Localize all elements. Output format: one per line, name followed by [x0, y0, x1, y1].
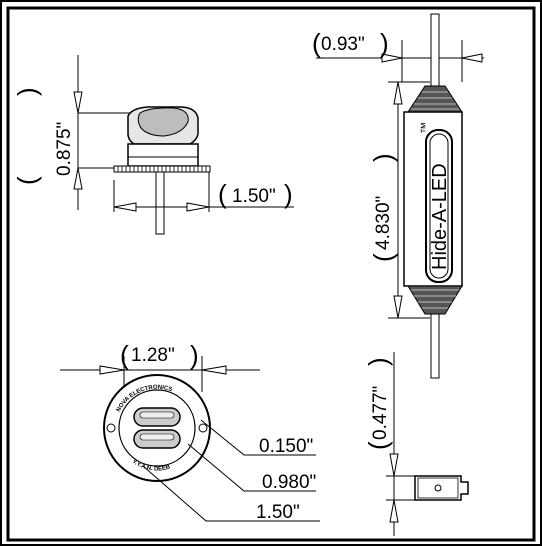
svg-text:(: ( — [363, 441, 393, 450]
inner-frame — [6, 6, 536, 542]
slot-height-label: 0.150" — [259, 436, 313, 457]
body-length-label: 4.830" — [373, 196, 394, 250]
base-width-label: 1.50" — [232, 186, 276, 207]
top-width-label: 0.93" — [321, 34, 365, 55]
face-width-label: 1.28" — [131, 345, 175, 366]
svg-text:(: ( — [218, 179, 227, 209]
front-view: ( 0.93" ) Hide-A-LED ™ — [312, 13, 484, 379]
svg-text:): ) — [380, 28, 389, 58]
top-view: ( 1.28" ) NOVA ELECTRONICS Y.Y.A.N. DEEB… — [60, 340, 320, 523]
svg-text:): ) — [190, 340, 199, 370]
brand-trademark: ™ — [418, 122, 432, 134]
svg-text:(: ( — [368, 253, 398, 262]
clip-view: ( 0.477" ) — [363, 352, 469, 536]
brand-logo: Hide-A-LED — [429, 163, 451, 270]
side-height-label: 0.875" — [54, 122, 75, 176]
svg-text:(: ( — [12, 176, 42, 185]
svg-text:(: ( — [120, 340, 129, 370]
side-view: ( 0.875" ) — [12, 55, 294, 235]
clip-height-label: 0.477" — [370, 386, 391, 440]
outer-dia-label: 1.50" — [256, 502, 300, 523]
svg-text:): ) — [284, 179, 293, 209]
svg-text:): ) — [363, 357, 393, 366]
svg-text:): ) — [12, 87, 42, 96]
slot-width-label: 0.980" — [262, 472, 316, 493]
svg-text:): ) — [368, 153, 398, 162]
svg-text:(: ( — [312, 28, 321, 58]
